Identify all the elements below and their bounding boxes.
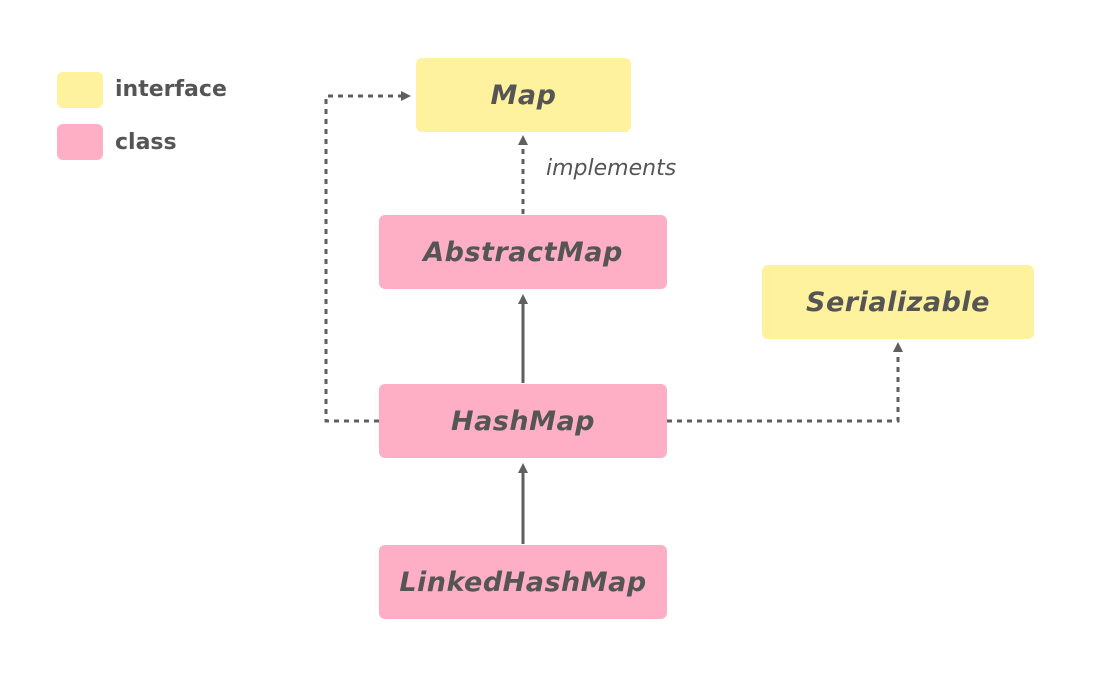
node-serializable: Serializable (762, 265, 1034, 339)
node-abstract-map: AbstractMap (379, 215, 667, 289)
edge-label-implements: implements (546, 156, 677, 181)
edge-hashmap-to-serializable (667, 342, 903, 423)
node-linked-hash-map: LinkedHashMap (379, 545, 667, 619)
node-map: Map (416, 58, 631, 132)
legend-interface-swatch (57, 72, 103, 108)
legend-interface-label: interface (115, 77, 227, 102)
legend-class-label: class (115, 130, 177, 155)
legend-class-swatch (57, 124, 103, 160)
node-hash-map: HashMap (379, 384, 667, 458)
